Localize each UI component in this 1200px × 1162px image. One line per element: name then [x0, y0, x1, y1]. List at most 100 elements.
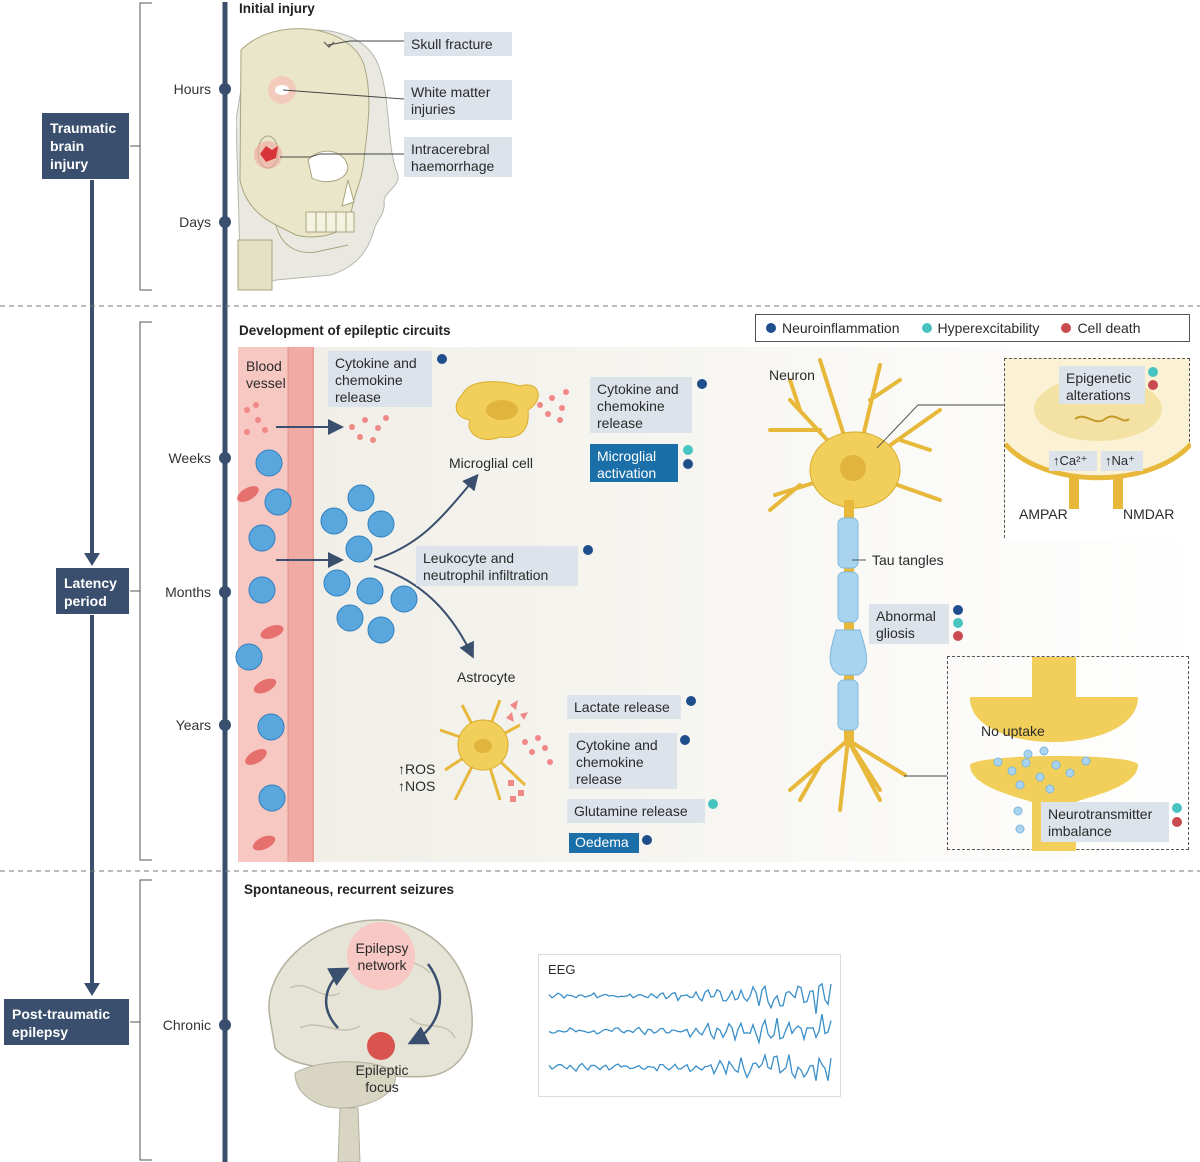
stage-post-traumatic-epilepsy: Post-traumatic epilepsy: [4, 999, 129, 1045]
neuroinflammation-marker: [697, 379, 707, 389]
callout-text: activation: [597, 465, 657, 481]
label-text: Blood: [246, 358, 282, 374]
legend-item-cell-death: Cell death: [1061, 320, 1140, 336]
callout-text: release: [335, 389, 381, 405]
time-months: Months: [165, 584, 211, 600]
label-microglial-cell: Microglial cell: [449, 455, 534, 471]
callout-oedema: Oedema: [569, 833, 639, 853]
section-title-development: Development of epileptic circuits: [239, 323, 451, 338]
eeg-label: EEG: [548, 962, 576, 977]
injury-leader-lines: [280, 40, 405, 158]
neuroinflammation-marker: [642, 835, 652, 845]
legend-item-hyperexcitability: Hyperexcitability: [921, 320, 1040, 336]
label-no-uptake: No uptake: [981, 723, 1045, 739]
label-neuron: Neuron: [769, 367, 815, 383]
callout-text: ↑Ca²⁺: [1053, 453, 1088, 468]
callout-text: neutrophil infiltration: [423, 567, 549, 583]
label-epilepsy-network: Epilepsy network: [352, 940, 412, 974]
hyperexcitability-marker: [708, 799, 718, 809]
callout-text: Oedema: [575, 834, 629, 850]
legend-label: Hyperexcitability: [937, 320, 1040, 336]
callout-text: haemorrhage: [411, 158, 495, 174]
callout-text: alterations: [1066, 387, 1131, 403]
callout-text: White matter: [411, 84, 491, 100]
callout-text: Microglial: [597, 448, 657, 464]
time-years: Years: [175, 717, 211, 733]
label-text: focus: [365, 1079, 399, 1095]
legend-label: Cell death: [1077, 320, 1141, 336]
skull-illustration: [236, 28, 399, 291]
label-nmdar: NMDAR: [1123, 506, 1175, 522]
callout-text: gliosis: [876, 625, 915, 641]
eeg-trace: [548, 982, 832, 1014]
legend-dot: [766, 323, 776, 333]
callout-text: ↑Na⁺: [1105, 453, 1135, 468]
callout-cytokine-vessel: Cytokine and chemokine release: [328, 351, 432, 407]
callout-cytokine-microglia: Cytokine and chemokine release: [590, 377, 692, 433]
label-text: Epileptic: [355, 1062, 409, 1078]
legend-dot: [1061, 323, 1072, 333]
callout-text: release: [597, 415, 643, 431]
eeg-panel: EEG: [538, 954, 841, 1097]
neuroinflammation-marker: [953, 605, 963, 615]
eeg-trace: [548, 1013, 832, 1046]
label-text: ↑ROS: [398, 761, 436, 777]
callout-text: Cytokine and: [576, 737, 658, 753]
time-chronic: Chronic: [162, 1017, 211, 1033]
stage-label: Traumatic brain injury: [50, 120, 117, 172]
callout-lactate-release: Lactate release: [567, 695, 681, 719]
callout-text: release: [576, 771, 622, 787]
eeg-traces: [548, 982, 832, 1081]
callout-epigenetic-alterations: Epigenetic alterations: [1059, 366, 1145, 404]
neuroinflammation-marker: [680, 735, 690, 745]
callout-text: Lactate release: [574, 699, 670, 715]
cell-death-marker: [1172, 817, 1182, 827]
time-hours: Hours: [173, 81, 211, 97]
time-weeks: Weeks: [168, 450, 211, 466]
callout-white-matter: White matter injuries: [404, 80, 512, 120]
neuroinflammation-marker: [683, 459, 693, 469]
hyperexcitability-marker: [953, 618, 963, 628]
callout-leukocyte-infiltration: Leukocyte and neutrophil infiltration: [416, 546, 578, 586]
callout-calcium: ↑Ca²⁺: [1049, 451, 1097, 471]
callout-abnormal-gliosis: Abnormal gliosis: [869, 604, 949, 644]
callout-glutamine-release: Glutamine release: [567, 799, 705, 823]
section-title-seizures: Spontaneous, recurrent seizures: [244, 882, 455, 897]
neuroinflammation-marker: [583, 545, 593, 555]
callout-sodium: ↑Na⁺: [1101, 451, 1143, 471]
callout-text: Neurotransmitter: [1048, 806, 1153, 822]
neuroinflammation-marker: [686, 696, 696, 706]
section-title-initial: Initial injury: [239, 1, 315, 16]
callout-text: injuries: [411, 101, 456, 117]
legend-dot: [921, 323, 932, 333]
legend: Neuroinflammation Hyperexcitability Cell…: [755, 314, 1190, 342]
arrow-down-icon: [84, 983, 100, 996]
arrow-down-icon: [84, 553, 100, 566]
callout-text: Abnormal: [876, 608, 936, 624]
callout-text: chemokine: [335, 372, 403, 388]
label-ros-nos: ↑ROS ↑NOS: [398, 761, 435, 795]
neuroinflammation-marker: [437, 354, 447, 364]
callout-text: imbalance: [1048, 823, 1112, 839]
callout-text: Glutamine release: [574, 803, 688, 819]
label-tau-tangles: Tau tangles: [872, 552, 944, 568]
callout-text: Cytokine and: [335, 355, 417, 371]
label-text: Epilepsy: [355, 940, 409, 956]
brain-illustration: [268, 919, 473, 1162]
stage-latency-period: Latency period: [56, 568, 129, 614]
label-blood-vessel: Blood vessel: [246, 358, 286, 392]
time-days: Days: [179, 214, 211, 230]
callout-text: Epigenetic: [1066, 370, 1132, 386]
hyperexcitability-marker: [683, 445, 693, 455]
label-ampar: AMPAR: [1019, 506, 1068, 522]
epigenetic-panel: [1003, 358, 1193, 539]
cell-death-marker: [953, 631, 963, 641]
stage-traumatic-brain-injury: Traumatic brain injury: [42, 113, 129, 179]
callout-microglial-activation: Microglial activation: [590, 444, 678, 482]
eeg-trace: [548, 1052, 832, 1081]
cell-death-marker: [1148, 380, 1158, 390]
label-text: vessel: [246, 375, 286, 391]
callout-neurotransmitter-imbalance: Neurotransmitter imbalance: [1041, 802, 1169, 842]
